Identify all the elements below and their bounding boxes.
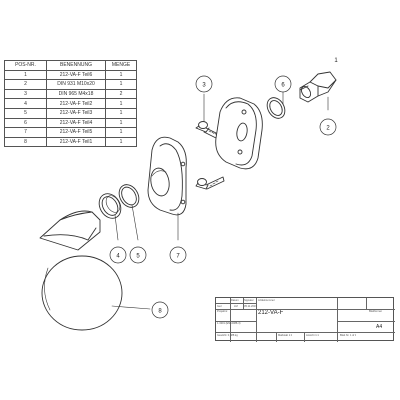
row-label: Gez.	[217, 304, 223, 308]
svg-text:5: 5	[136, 254, 140, 260]
svg-text:2: 2	[326, 126, 330, 132]
artikel-number: 212-VA-F	[258, 310, 284, 316]
part-plate-6	[215, 97, 263, 170]
format-label: Blattformat	[369, 310, 382, 313]
material-value: 1.4301 (EN10088-3)	[217, 322, 241, 325]
qty-cell: 1	[105, 136, 137, 148]
balloon-5: 5	[129, 246, 147, 264]
weight: Gewicht: 0,488 kg	[217, 334, 238, 337]
balloon-3: 3	[195, 75, 213, 93]
svg-text:8: 8	[158, 309, 162, 315]
drawn-by: LM	[234, 304, 238, 308]
svg-text:3: 3	[202, 83, 206, 89]
artikel-label: Artikelnummer	[258, 299, 275, 302]
part-ring-5	[118, 184, 140, 208]
project-label: Projektnr.	[217, 310, 228, 313]
col-label: Datum	[231, 298, 239, 302]
view-scale: Ansicht 1:1	[306, 334, 319, 337]
balloon-7: 7	[169, 246, 187, 264]
svg-text:4: 4	[116, 254, 120, 260]
svg-text:1: 1	[334, 58, 338, 64]
scale: Maßstab 1:1	[278, 334, 293, 337]
svg-text:7: 7	[176, 254, 180, 260]
balloon-6: 6	[274, 75, 292, 93]
title-block: Datum Signatur Gez. LM 05.11.2019 Artike…	[215, 297, 395, 342]
col-label: Signatur	[244, 298, 254, 302]
balloon-2: 2	[319, 118, 337, 136]
part-bolt-2	[299, 71, 337, 103]
part-ring-4	[98, 193, 122, 219]
part-ring-6	[266, 97, 286, 119]
balloon-8: 8	[151, 301, 169, 319]
part-rosette-7	[147, 136, 187, 216]
format-value: A4	[376, 324, 383, 330]
sheet-number: Blatt Nr. 1 of 1	[340, 334, 357, 337]
svg-text:6: 6	[281, 83, 285, 89]
drawn-date: 05.11.2019	[244, 304, 257, 308]
balloon-4: 4	[109, 246, 127, 264]
part-screw-bottom	[195, 176, 225, 190]
part-knob-lever	[39, 210, 123, 331]
balloon-1: 1	[334, 58, 341, 65]
